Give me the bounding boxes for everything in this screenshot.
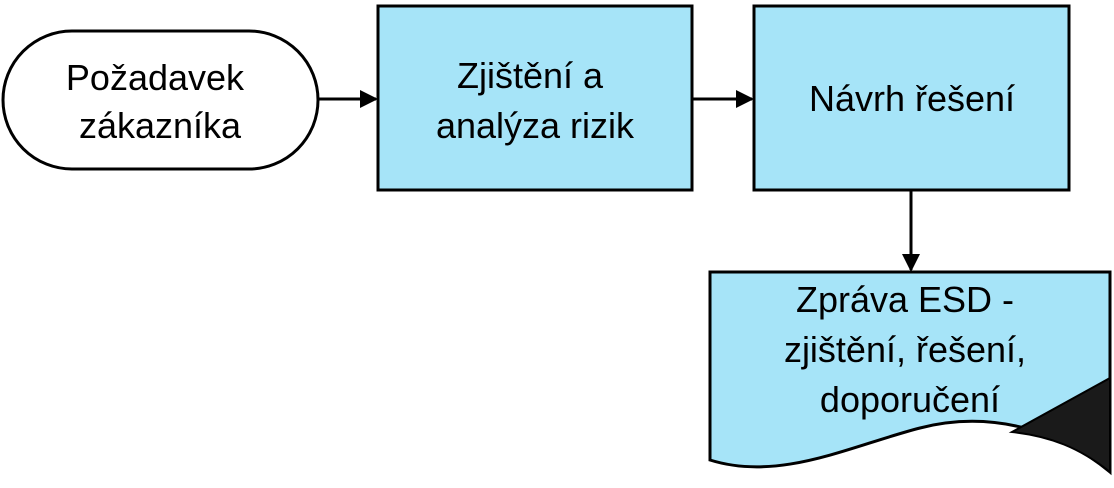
- arrowhead-navrh-to-zprava: [902, 254, 920, 272]
- node-pozadavek: Požadavek zákazníka: [1, 29, 320, 171]
- node-zprava: Zpráva ESD - zjištění, řešení, doporučen…: [708, 270, 1112, 476]
- arrowhead-zjisteni-to-navrh: [736, 90, 754, 108]
- edges: [318, 90, 920, 272]
- node-pozadavek-label: Požadavek zákazníka: [66, 57, 254, 146]
- process-shape: [376, 4, 694, 192]
- node-zjisteni-label: Zjištění a analýza rizik: [436, 55, 635, 146]
- node-navrh-label: Návrh řešení: [809, 78, 1015, 119]
- node-navrh: Návrh řešení: [752, 4, 1071, 192]
- page-curl-icon: [1008, 376, 1111, 475]
- arrowhead-pozadavek-to-zjisteni: [360, 90, 378, 108]
- process-shape: [752, 4, 1071, 192]
- terminal-shape: [1, 29, 320, 171]
- node-zjisteni: Zjištění a analýza rizik: [376, 4, 694, 192]
- node-zprava-label: Zpráva ESD - zjištění, řešení, doporučen…: [784, 279, 1036, 420]
